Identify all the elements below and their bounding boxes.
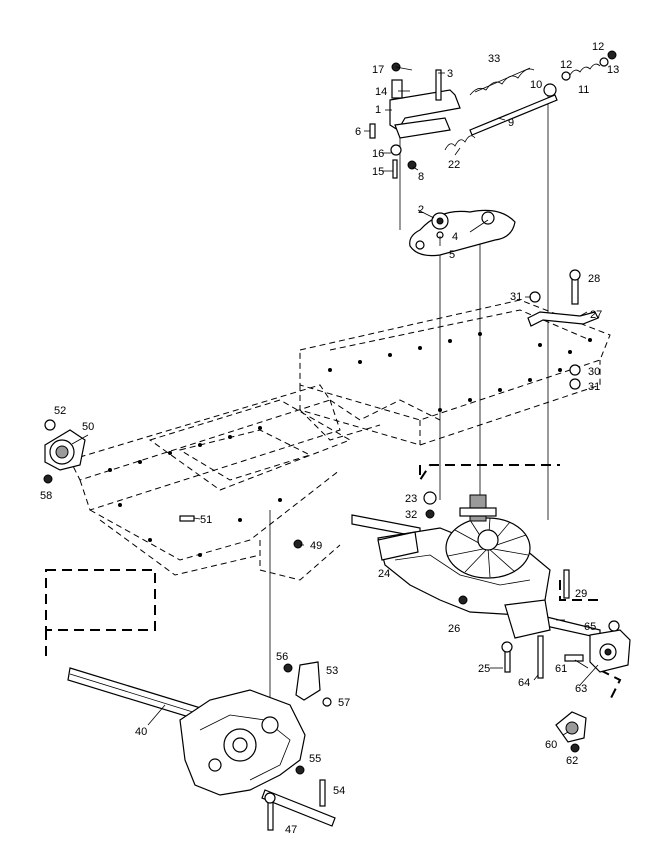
right-transaxle xyxy=(351,491,631,753)
label-22: 22 xyxy=(448,159,460,171)
left-transaxle xyxy=(67,515,336,831)
label-8: 8 xyxy=(418,171,424,183)
label-10: 10 xyxy=(530,79,542,91)
label-58: 58 xyxy=(40,490,52,502)
label-3: 3 xyxy=(447,68,453,80)
label-16: 16 xyxy=(372,148,384,160)
label-5: 5 xyxy=(449,249,455,261)
label-6: 6 xyxy=(355,126,361,138)
control-linkage xyxy=(369,50,617,179)
label-27: 27 xyxy=(590,309,602,321)
label-51: 51 xyxy=(200,514,212,526)
connector-lines xyxy=(45,95,622,780)
label-1: 1 xyxy=(375,104,381,116)
label-52: 52 xyxy=(54,405,66,417)
label-14: 14 xyxy=(375,86,387,98)
label-40: 40 xyxy=(135,726,147,738)
label-56: 56 xyxy=(276,651,288,663)
label-11: 11 xyxy=(578,84,589,96)
label-32: 32 xyxy=(405,509,417,521)
label-62: 62 xyxy=(566,755,578,767)
label-55: 55 xyxy=(309,753,321,765)
label-25: 25 xyxy=(478,663,490,675)
chassis-frame xyxy=(69,299,611,581)
label-60: 60 xyxy=(545,739,557,751)
label-13: 13 xyxy=(607,64,619,76)
label-26: 26 xyxy=(448,623,460,635)
part-labels: 1 2 3 4 5 6 8 9 10 11 12 12 13 14 15 16 … xyxy=(40,41,619,836)
idler-plate xyxy=(409,209,516,257)
label-29: 29 xyxy=(575,588,587,600)
bearing-50 xyxy=(43,419,86,484)
label-47: 47 xyxy=(285,824,297,836)
label-2: 2 xyxy=(418,204,424,216)
label-15: 15 xyxy=(372,166,384,178)
label-12b: 12 xyxy=(592,41,604,53)
label-63: 63 xyxy=(575,683,587,695)
leader-lines xyxy=(71,66,599,736)
label-4: 4 xyxy=(452,231,458,243)
label-30: 30 xyxy=(588,366,600,378)
label-9: 9 xyxy=(508,117,514,129)
label-31b: 31 xyxy=(588,381,600,393)
label-31a: 31 xyxy=(510,291,522,303)
label-61: 61 xyxy=(555,663,567,675)
label-23: 23 xyxy=(405,493,417,505)
bracket-27 xyxy=(527,269,599,390)
label-57: 57 xyxy=(338,697,350,709)
label-49: 49 xyxy=(310,540,322,552)
label-17: 17 xyxy=(372,64,384,76)
label-33: 33 xyxy=(488,53,500,65)
label-12a: 12 xyxy=(560,59,572,71)
label-24: 24 xyxy=(378,568,390,580)
label-64: 64 xyxy=(518,677,530,689)
label-54: 54 xyxy=(333,785,345,797)
label-53: 53 xyxy=(326,665,338,677)
label-50: 50 xyxy=(82,421,94,433)
label-65: 65 xyxy=(584,621,596,633)
label-28: 28 xyxy=(588,273,600,285)
